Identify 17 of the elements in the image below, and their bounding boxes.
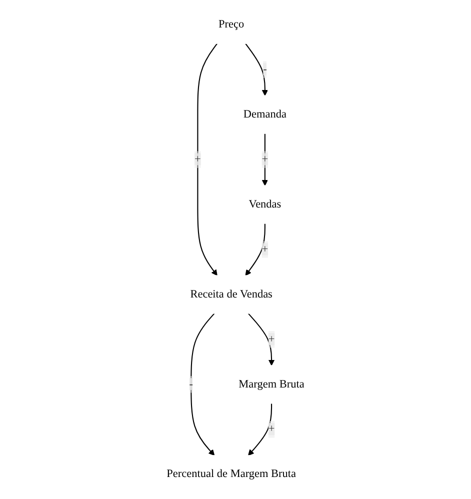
edge-label: - — [189, 378, 193, 390]
node-text: Vendas — [248, 198, 282, 210]
edge-label: + — [262, 243, 268, 256]
arrow — [245, 224, 266, 276]
node-text: Demanda — [243, 108, 286, 120]
edge-label: + — [268, 423, 275, 436]
edge-label: - — [263, 63, 267, 76]
node-text: Percentual de Margem Bruta — [166, 468, 296, 480]
arrow — [190, 313, 215, 456]
edge-label: + — [194, 153, 201, 166]
node-text: Preço — [218, 18, 244, 30]
arrow — [197, 43, 218, 276]
arrow — [248, 403, 272, 456]
edge-label: + — [268, 333, 275, 346]
node-text: Receita de Vendas — [190, 288, 272, 300]
node-text: Margem Bruta — [238, 378, 304, 390]
edge-label: + — [262, 153, 268, 166]
